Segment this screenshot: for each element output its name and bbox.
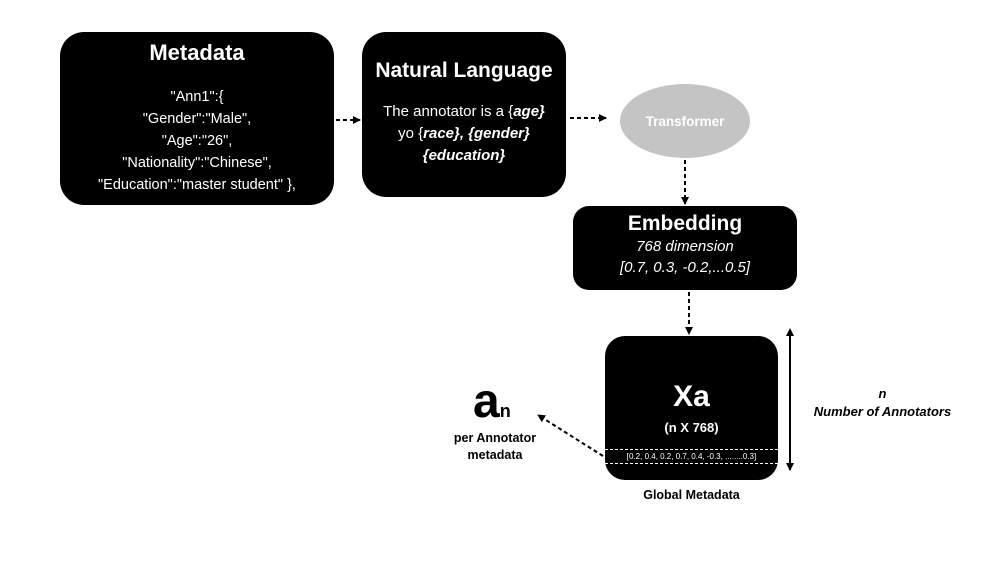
n-symbol: n [878, 386, 887, 401]
embedding-dimension: 768 dimension [636, 238, 734, 255]
metadata-line: "Gender":"Male", [142, 111, 252, 127]
embedding-vector: [0.7, 0.3, -0.2,...0.5] [619, 259, 751, 276]
global-metadata-label: Global Metadata [643, 488, 740, 502]
an-subscript: n [499, 401, 511, 421]
metadata-line: "Education":"master student" }, [98, 177, 296, 193]
nl-text-part: yo { [398, 125, 424, 142]
metadata-title: Metadata [149, 40, 245, 65]
xa-title: Xa [673, 380, 710, 413]
metadata-box: Metadata "Ann1":{ "Gender":"Male", "Age"… [60, 32, 334, 205]
embedding-box: Embedding 768 dimension [0.7, 0.3, -0.2,… [573, 206, 797, 290]
per-annotator-label: per Annotator metadata [430, 430, 560, 464]
nl-var-race-gender: race}, {gender} [423, 125, 530, 142]
per-annotator-line: metadata [467, 448, 523, 462]
per-annotator-line: per Annotator [453, 431, 537, 445]
xa-dimensions: (n X 768) [664, 420, 719, 435]
an-symbol-a: a [473, 375, 500, 428]
an-symbol: an [473, 378, 511, 426]
transformer-node: Transformer [620, 84, 750, 158]
natural-language-box: Natural Language The annotator is a {age… [362, 32, 566, 197]
natural-language-title: Natural Language [375, 59, 553, 82]
metadata-line: "Ann1":{ [170, 89, 224, 105]
metadata-line: "Age":"26", [161, 133, 233, 149]
n-annotators-text: Number of Annotators [813, 404, 952, 419]
metadata-line: "Nationality":"Chinese", [122, 155, 272, 171]
transformer-label: Transformer [645, 113, 725, 129]
arrow-xa-to-an [537, 414, 604, 457]
nl-var-age: age} [513, 103, 545, 120]
natural-language-template: The annotator is a {age} yo {race}, {gen… [362, 101, 566, 167]
embedding-title: Embedding [627, 212, 743, 235]
xa-matrix-box: Xa (n X 768) [0.2, 0.4, 0.2, 0.7, 0.4, -… [605, 336, 778, 480]
n-annotators-label: n Number of Annotators [790, 385, 975, 421]
nl-text-part: The annotator is a { [383, 103, 514, 120]
nl-var-education: {education} [422, 147, 506, 164]
xa-highlighted-row: [0.2, 0.4, 0.2, 0.7, 0.4, -0.3, ........… [605, 449, 778, 464]
metadata-json: "Ann1":{ "Gender":"Male", "Age":"26", "N… [60, 86, 334, 196]
